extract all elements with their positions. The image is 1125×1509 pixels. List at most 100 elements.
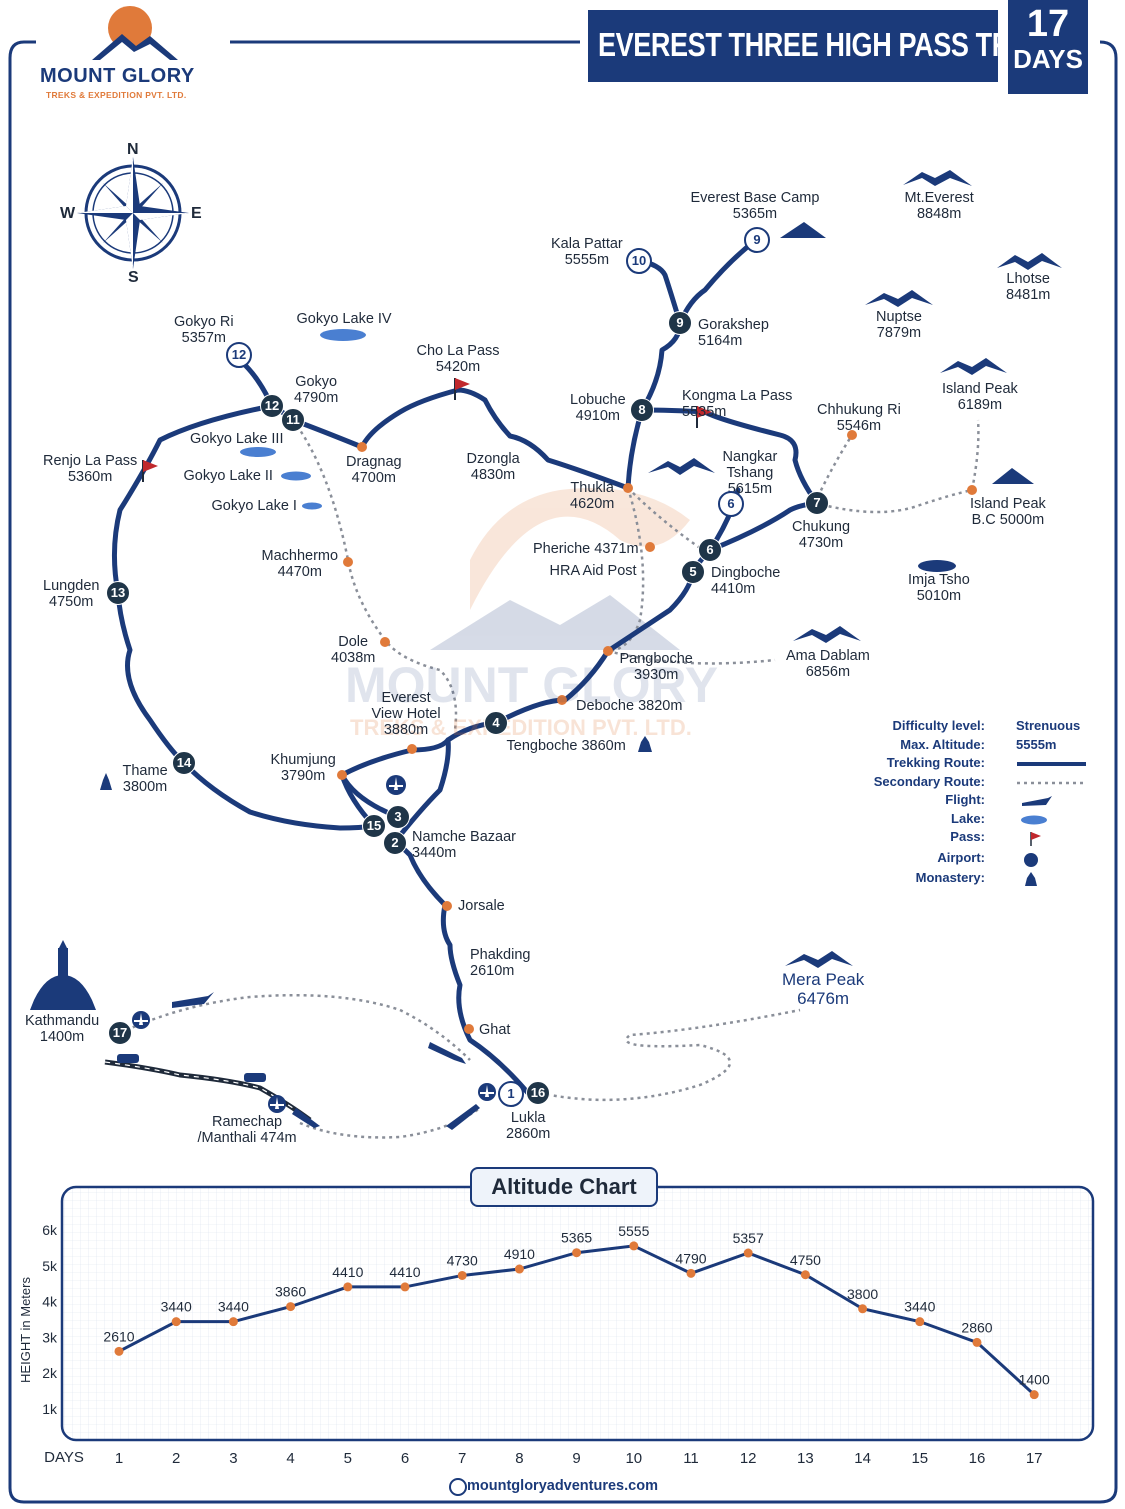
place-label-line: Island Peak — [942, 381, 1018, 397]
altitude-point — [915, 1317, 925, 1327]
place-label-lake2: Gokyo Lake II — [184, 468, 273, 484]
place-label-jorsale: Jorsale — [458, 898, 505, 914]
place-label-line: Thame — [122, 763, 168, 779]
altitude-point — [686, 1268, 696, 1278]
place-label-line: Ghat — [479, 1022, 511, 1038]
page-title: EVEREST THREE HIGH PASS TREK — [598, 26, 1048, 63]
place-label-line: Gokyo Lake II — [183, 468, 273, 484]
stop-marker-6: 6 — [698, 538, 722, 562]
place-label-hra: HRA Aid Post — [550, 563, 637, 579]
place-label-line: Gorakshep — [698, 317, 769, 333]
stop-marker-12: 12 — [260, 394, 284, 418]
place-label-line: 6189m — [957, 397, 1003, 413]
place-label-line: Lungden — [43, 578, 100, 594]
stop-marker-14: 14 — [172, 751, 196, 775]
place-label-line: Namche Bazaar — [412, 829, 516, 845]
altitude-point — [457, 1270, 467, 1280]
place-label-tengboche: Tengboche 3860m — [507, 738, 626, 754]
x-tick-label: 3 — [229, 1450, 237, 1467]
place-label-line: View Hotel — [371, 706, 441, 722]
stop-marker-9: 9 — [744, 227, 770, 253]
place-label-line: 5555m — [564, 252, 610, 268]
altitude-value-label: 3860 — [275, 1284, 306, 1300]
place-label-line: 5010m — [916, 588, 962, 604]
altitude-value-label: 4730 — [447, 1252, 478, 1268]
place-label-line: Gokyo — [295, 374, 338, 390]
legend-trekking-label: Trekking Route: — [886, 755, 985, 770]
x-tick-label: 14 — [854, 1450, 871, 1467]
plane-icon — [172, 992, 480, 1130]
place-label-line: Chhukung Ri — [817, 402, 901, 418]
legend-secondary-label: Secondary Route: — [873, 773, 985, 789]
place-label-line: 5546m — [836, 418, 882, 434]
place-label-ramechap: Ramechap/Manthali 474m — [198, 1114, 297, 1146]
y-tick-label: 1k — [42, 1401, 58, 1417]
stop-marker-9: 9 — [668, 311, 692, 335]
place-label-line: B.C 5000m — [971, 512, 1045, 528]
place-label-line: Deboche 3820m — [576, 698, 683, 714]
place-label-line: Khumjung — [270, 752, 336, 768]
place-label-line: Dragnag — [346, 454, 402, 470]
x-tick-label: 9 — [572, 1450, 580, 1467]
x-tick-label: 1 — [115, 1450, 123, 1467]
place-label-lake3: Gokyo Lake III — [190, 431, 284, 447]
stop-marker-2: 2 — [383, 831, 407, 855]
place-label-line: Gokyo Lake I — [211, 498, 297, 514]
place-label-line: 3930m — [634, 667, 679, 683]
chart-title: Altitude Chart — [470, 1167, 658, 1207]
watermark-subtitle: TREKS & EXPEDITION PVT. LTD. — [350, 715, 692, 740]
altitude-value-label: 3440 — [218, 1299, 249, 1315]
place-label-line: Gokyo Lake IV — [296, 311, 392, 327]
place-label-line: Kala Pattar — [551, 236, 623, 252]
altitude-point — [286, 1302, 296, 1312]
altitude-value-label: 5555 — [618, 1223, 649, 1239]
x-tick-label: 5 — [344, 1450, 352, 1467]
altitude-point — [743, 1248, 753, 1258]
map-border — [8, 40, 1118, 1504]
place-label-line: Mera Peak — [782, 970, 865, 989]
altitude-point — [114, 1346, 124, 1356]
stop-marker-11: 11 — [281, 408, 305, 432]
y-tick-label: 5k — [42, 1258, 58, 1274]
place-label-line: Lobuche — [570, 392, 626, 408]
place-label-line: Pangboche — [619, 651, 693, 667]
compass-s: S — [128, 269, 139, 286]
x-tick-label: 4 — [286, 1450, 294, 1467]
legend-altitude-label: Max. Altitude: — [900, 736, 985, 752]
days-label: DAYS — [1013, 44, 1083, 74]
x-tick-label: 17 — [1026, 1450, 1043, 1467]
altitude-point — [343, 1282, 353, 1292]
place-label-line: 1400m — [39, 1029, 85, 1045]
stop-marker-3: 3 — [386, 805, 410, 829]
place-label-line: Everest Base Camp — [690, 190, 820, 206]
place-label-line: Kathmandu — [25, 1013, 100, 1029]
place-label-line: 4790m — [294, 390, 339, 406]
place-label-line: 4038m — [331, 650, 376, 666]
title-banner: EVEREST THREE HIGH PASS TREK — [588, 10, 1048, 82]
altitude-point — [228, 1317, 238, 1327]
place-label-line: 5360m — [67, 469, 113, 485]
place-label-line: /Manthali 474m — [197, 1130, 297, 1146]
place-label-line: 2860m — [506, 1126, 551, 1142]
y-tick-label: 4k — [42, 1294, 58, 1310]
place-label-line: 4470m — [277, 564, 322, 580]
legend-flight-label: Flight: — [945, 792, 985, 807]
lake-icon — [240, 329, 956, 572]
altitude-point — [400, 1282, 410, 1292]
place-label-line: 8848m — [916, 206, 962, 222]
days-number: 17 — [1026, 3, 1070, 45]
